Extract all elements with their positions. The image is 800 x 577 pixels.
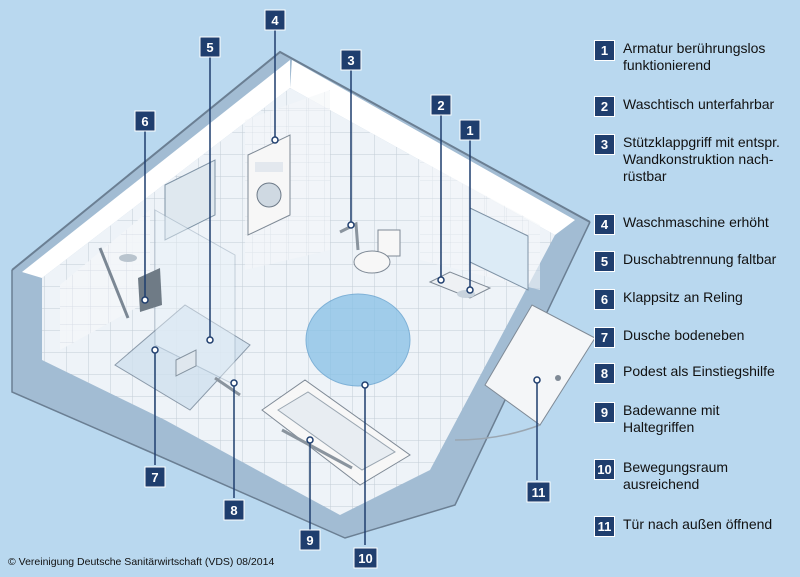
callout-badges: 1 2 3 4 5 6 7 8 9 10 11: [134, 9, 551, 569]
callout-number: 10: [358, 551, 372, 566]
legend-text: Duschabtrennung faltbar: [623, 251, 777, 267]
legend-item-6: 6 Klappsitz an Reling: [594, 289, 743, 310]
window: [164, 159, 529, 291]
legend-item-4: 4 Waschmaschine erhöht: [594, 214, 769, 235]
legend-number: 1: [594, 40, 615, 61]
legend-item-8: 8 Podest als Einstiegshilfe: [594, 363, 775, 384]
legend-item-3: 3 Stützklappgriff mit entspr. Wandkonstr…: [594, 134, 780, 185]
legend-text: Tür nach außen öffnend: [623, 516, 773, 532]
legend-item-2: 2 Waschtisch unterfahrbar: [594, 96, 774, 117]
legend-text: Armatur berührungslos funktionierend: [623, 40, 766, 73]
legend-text: Dusche bodeneben: [623, 327, 745, 343]
legend-number: 10: [594, 459, 615, 480]
callout-lines: [144, 28, 538, 545]
callout-number: 6: [141, 114, 148, 129]
legend-item-10: 10 Bewegungsraum ausreichend: [594, 459, 728, 493]
room-walls: [11, 50, 591, 539]
turning-space-circle: [305, 293, 411, 387]
callout-badge-11: 11: [526, 481, 551, 503]
callout-number: 4: [271, 13, 279, 28]
callout-badge-5: 5: [199, 36, 221, 58]
legend-item-9: 9 Badewanne mit Haltegriffen: [594, 402, 720, 436]
callout-badge-1: 1: [459, 119, 481, 141]
callout-badge-6: 6: [134, 110, 156, 132]
legend-text: Stützklappgriff mit entspr. Wandkonstruk…: [623, 134, 780, 184]
legend-text: Klappsitz an Reling: [623, 289, 743, 305]
callout-number: 8: [230, 503, 237, 518]
callout-dots: [141, 136, 541, 444]
callout-badge-4: 4: [264, 9, 286, 31]
callout-badge-2: 2: [430, 94, 452, 116]
washing-machine: [247, 134, 291, 236]
callout-badge-9: 9: [299, 529, 321, 551]
legend-text: Badewanne mit Haltegriffen: [623, 402, 720, 435]
washbasin: [428, 271, 492, 299]
legend-item-5: 5 Duschabtrennung faltbar: [594, 251, 776, 272]
callout-badge-3: 3: [340, 49, 362, 71]
callout-number: 5: [206, 40, 213, 55]
legend-text: Waschtisch unterfahrbar: [623, 96, 775, 112]
callout-number: 9: [306, 533, 313, 548]
toilet: [339, 221, 401, 274]
legend-number: 6: [594, 289, 615, 310]
callout-number: 3: [347, 53, 354, 68]
callout-number: 2: [437, 98, 444, 113]
legend-number: 8: [594, 363, 615, 384]
legend-item-11: 11 Tür nach außen öffnend: [594, 516, 772, 537]
legend-text: Podest als Einstiegshilfe: [623, 363, 775, 379]
legend-item-1: 1 Armatur berührungslos funktionierend: [594, 40, 765, 74]
shower-area: [98, 209, 251, 411]
callout-number: 11: [532, 485, 546, 500]
legend-number: 11: [594, 516, 615, 537]
copyright-note: © Vereinigung Deutsche Sanitärwirtschaft…: [8, 556, 275, 568]
callout-badge-8: 8: [223, 499, 245, 521]
callout-badge-7: 7: [144, 466, 166, 488]
legend-number: 2: [594, 96, 615, 117]
callout-number: 7: [151, 470, 158, 485]
legend-number: 3: [594, 134, 615, 155]
legend-number: 7: [594, 327, 615, 348]
legend-item-7: 7 Dusche bodeneben: [594, 327, 744, 348]
legend-number: 9: [594, 402, 615, 423]
callout-badge-10: 10: [353, 547, 378, 569]
legend-text: Bewegungsraum ausreichend: [623, 459, 729, 492]
legend-number: 5: [594, 251, 615, 272]
legend-text: Waschmaschine erhöht: [623, 214, 769, 230]
callout-number: 1: [466, 123, 473, 138]
legend-number: 4: [594, 214, 615, 235]
